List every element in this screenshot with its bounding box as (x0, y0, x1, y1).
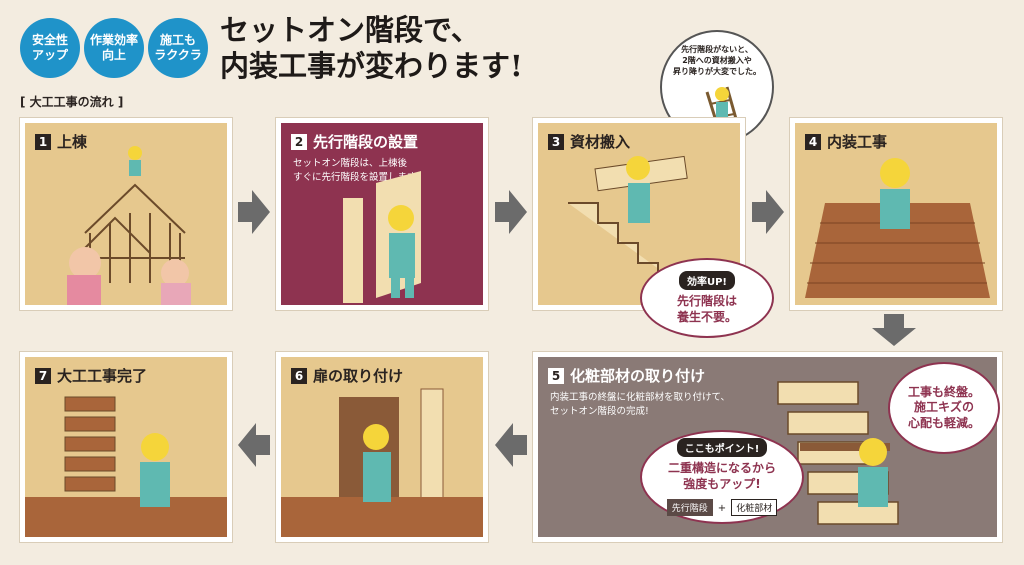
legend-finish-parts: 化粧部材 (731, 498, 778, 516)
flow-label: [ 大工工事の流れ ] (20, 95, 124, 109)
panel-1: 1 上棟 (20, 118, 232, 310)
circle-note-text: 先行階段がないと、 2階への資材搬入や 昇り降りが大変でした。 (673, 45, 761, 76)
panel-2-desc: セットオン階段は、上棟後 すぐに先行階段を設置します。 (293, 158, 426, 183)
panel-3-num: 3 (548, 133, 564, 150)
finish-text: 工事も終盤。 施工キズの 心配も軽減。 (907, 384, 980, 430)
panel-6-label: 扉の取り付け (313, 367, 404, 385)
panel-6-title: 6 扉の取り付け (291, 365, 403, 386)
panel-3-title: 3 資材搬入 (548, 131, 630, 152)
panel-6: 6 扉の取り付け (276, 352, 488, 542)
panel-2-label: 先行階段の設置 (313, 133, 419, 151)
panel-5-label: 化粧部材の取り付け (570, 367, 706, 385)
panel-7-title: 7 大工工事完了 (35, 365, 147, 386)
arrow-right-3 (752, 190, 784, 234)
finishing-stairs-illustration (777, 381, 899, 525)
panel-4: 4 内装工事 (790, 118, 1002, 310)
panel-4-num: 4 (805, 133, 821, 150)
panel-2-num: 2 (291, 133, 307, 150)
panel-1-label: 上棟 (57, 133, 88, 151)
flooring-illustration (805, 158, 990, 298)
panel-5-num: 5 (548, 367, 564, 384)
door-install-illustration (281, 388, 483, 537)
panel-4-title: 4 内装工事 (805, 131, 887, 152)
efficiency-bubble: 効率UP! 先行階段は 養生不要。 (640, 258, 774, 338)
point-bubble: ここもポイント! 二重構造になるから 強度もアップ! 先行階段 + 化粧部材 (640, 430, 804, 524)
panel-5-desc: 内装工事の終盤に化粧部材を取り付けて、 セットオン階段の完成! (550, 392, 731, 417)
arrow-right-2 (495, 190, 527, 234)
arrow-right-1 (238, 190, 270, 234)
legend-plus: + (717, 502, 727, 514)
panel-5-title: 5 化粧部材の取り付け (548, 365, 705, 386)
finish-bubble: 工事も終盤。 施工キズの 心配も軽減。 (888, 362, 1000, 454)
legend-pre-stair: 先行階段 (666, 498, 713, 516)
panel-2: 2 先行階段の設置 セットオン階段は、上棟後 すぐに先行階段を設置します。 (276, 118, 488, 310)
house-frame-illustration (67, 146, 191, 305)
material-carry-illustration (568, 155, 688, 284)
panel-7-num: 7 (35, 367, 51, 384)
arrow-left-1 (495, 423, 527, 467)
point-legend: 先行階段 + 化粧部材 (666, 496, 778, 516)
arrow-left-2 (238, 423, 270, 467)
badge-easy-install: 施工も ラククラ (148, 18, 208, 78)
panel-7: 7 大工工事完了 (20, 352, 232, 542)
efficiency-text: 先行階段は 養生不要。 (676, 293, 737, 324)
panel-6-num: 6 (291, 367, 307, 384)
point-tag: ここもポイント! (676, 438, 768, 458)
panel-2-title: 2 先行階段の設置 (291, 131, 418, 152)
badge-efficiency: 作業効率 向上 (84, 18, 144, 78)
completed-illustration (25, 396, 227, 537)
headline: セットオン階段で、 内装工事が変わります! (220, 13, 523, 84)
panel-3-label: 資材搬入 (570, 133, 631, 151)
badge-safety: 安全性 アップ (20, 18, 80, 78)
panel-1-num: 1 (35, 133, 51, 150)
stair-install-illustration (343, 171, 421, 303)
panel-4-label: 内装工事 (827, 133, 888, 151)
panel-7-label: 大工工事完了 (57, 367, 148, 385)
point-text: 二重構造になるから 強度もアップ! (667, 461, 776, 491)
efficiency-tag: 効率UP! (678, 270, 735, 290)
arrow-down (872, 314, 916, 346)
panel-1-title: 1 上棟 (35, 131, 87, 152)
